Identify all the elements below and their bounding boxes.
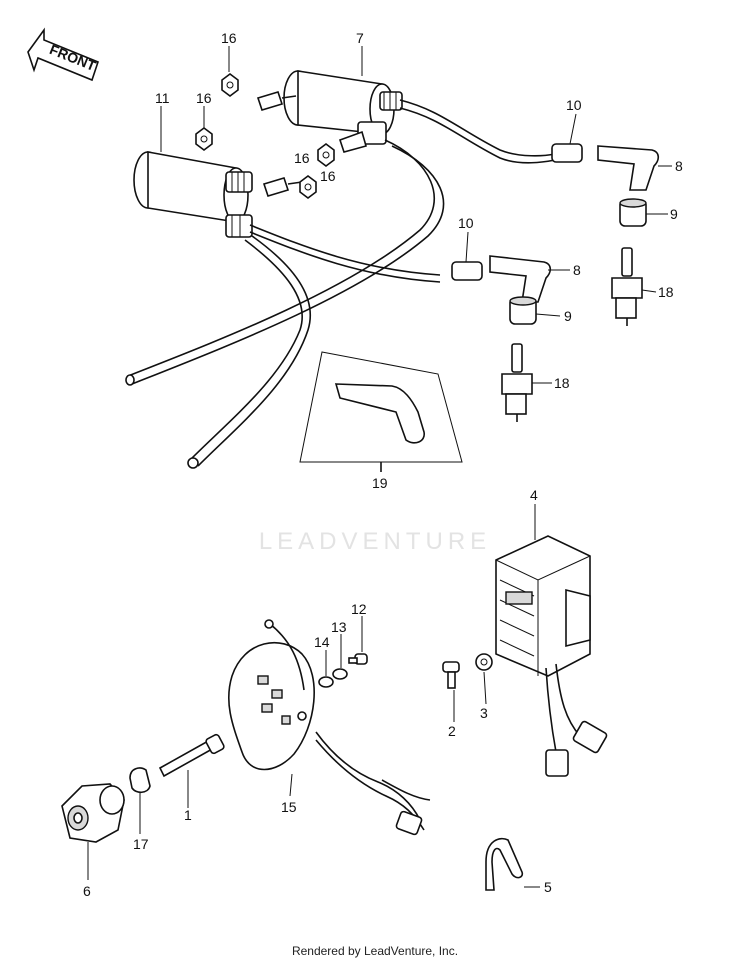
callout-16-d: 16 [320,168,336,184]
callout-10-lower: 10 [458,215,474,231]
callout-2: 2 [448,723,456,739]
spark-plug-18-upper[interactable] [611,247,643,326]
nut-16-b[interactable] [195,127,213,151]
watermark: LEADVENTURE [258,528,492,555]
plug-cap-8-upper[interactable] [597,145,660,191]
callout-1: 1 [184,807,192,823]
plug-cap-10-lower[interactable] [451,261,483,281]
callout-16-c: 16 [294,150,310,166]
washer-13[interactable] [332,668,348,680]
callouts: 16 16 11 7 16 16 10 8 9 10 8 9 18 18 19 … [83,30,683,899]
front-arrow-icon: FRONT [27,27,99,82]
washer-3[interactable] [475,653,493,671]
screw-12[interactable] [348,653,368,665]
callout-12: 12 [351,601,367,617]
ignition-coil-upper[interactable] [256,70,403,153]
nut-16-d[interactable] [299,175,317,199]
collar-17[interactable] [129,767,151,794]
callout-14: 14 [314,634,330,650]
bolt-2[interactable] [442,661,460,689]
callout-16-a: 16 [221,30,237,46]
callout-9-upper: 9 [670,206,678,222]
callout-8-upper: 8 [675,158,683,174]
spark-plug-18-lower[interactable] [501,343,533,422]
plug-cap-10-upper[interactable] [551,143,583,163]
callout-18-lower: 18 [554,375,570,391]
leader-lines [87,46,672,888]
seal-9-upper[interactable] [619,198,647,227]
callout-3: 3 [480,705,488,721]
callout-13: 13 [331,619,347,635]
callout-9-lower: 9 [564,308,572,324]
clamp-5[interactable] [485,837,524,891]
callout-6: 6 [83,883,91,899]
washer-14[interactable] [318,676,334,688]
callout-18-upper: 18 [658,284,674,300]
callout-11: 11 [155,90,170,106]
callout-7: 7 [356,30,364,46]
high-tension-leads [125,99,556,469]
footer-credit: Rendered by LeadVenture, Inc. [291,944,459,958]
pickup-coil-15[interactable] [228,619,431,836]
timing-advancer-6[interactable] [61,783,125,843]
callout-5: 5 [544,879,552,895]
callout-4: 4 [530,487,538,503]
seal-9-lower[interactable] [509,296,537,325]
callout-17: 17 [133,836,149,852]
callout-16-b: 16 [196,90,212,106]
callout-15: 15 [281,799,297,815]
plug-cap-8-lower[interactable] [489,255,552,303]
callout-19: 19 [372,475,388,491]
callout-8-lower: 8 [573,262,581,278]
bolt-1[interactable] [158,733,225,778]
plug-cap-kit-19[interactable] [299,351,463,472]
nut-16-a[interactable] [221,73,239,97]
callout-10-upper: 10 [566,97,582,113]
ignition-coil-lower[interactable] [133,151,303,238]
igniter-4[interactable] [495,535,608,777]
nut-16-c[interactable] [317,143,335,167]
